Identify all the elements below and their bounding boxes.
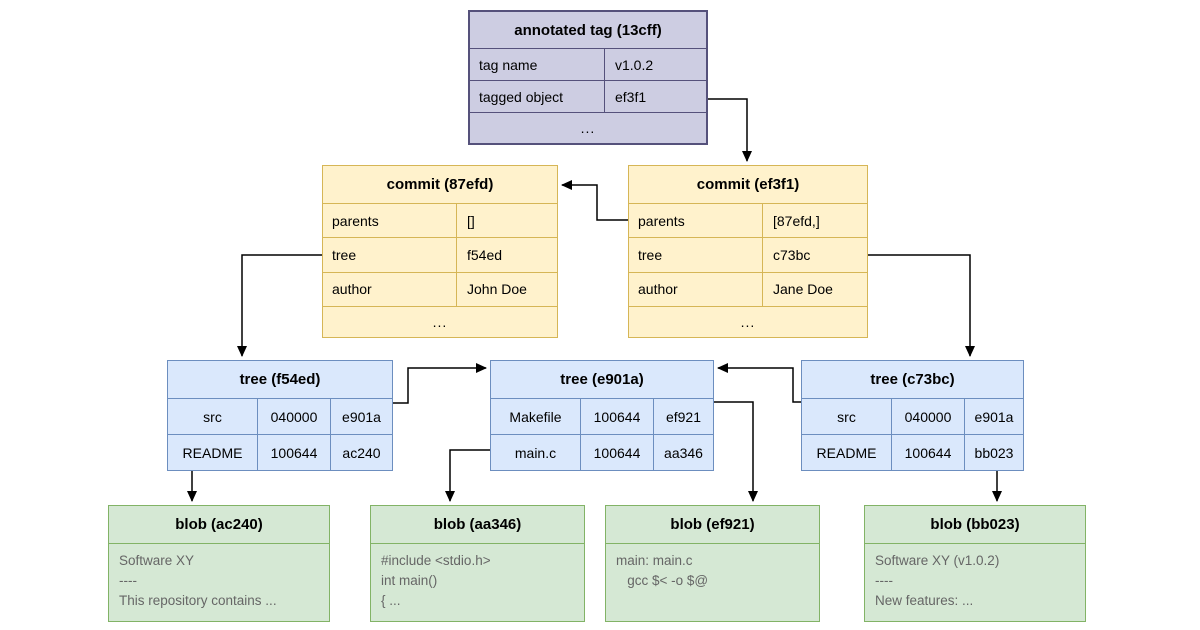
entry-hash: e901a <box>974 408 1014 425</box>
blob-aa346-box: blob (aa346) #include <stdio.h> int main… <box>370 505 585 622</box>
blob-ac240-title: blob (ac240) <box>175 516 263 533</box>
blob-bb023-box: blob (bb023) Software XY (v1.0.2) ---- N… <box>864 505 1086 622</box>
entry-name: src <box>168 399 258 434</box>
blob-ac240-content: Software XY ---- This repository contain… <box>109 543 329 621</box>
blob-line: { ... <box>381 593 401 608</box>
tree-f54ed-row-src: src 040000 e901a <box>168 398 392 434</box>
commit-ef3f1-title: commit (ef3f1) <box>696 176 800 193</box>
blob-bb023-content: Software XY (v1.0.2) ---- New features: … <box>865 543 1085 621</box>
parents-value: [87efd,] <box>773 212 820 229</box>
entry-name: main.c <box>491 435 581 470</box>
author-key: author <box>323 272 457 306</box>
entry-hash: ef921 <box>665 408 702 425</box>
tag-ellipsis: ... <box>470 112 706 143</box>
tree-c73bc-row-readme: README 100644 bb023 <box>802 434 1023 470</box>
tree-value: c73bc <box>773 246 811 263</box>
blob-line: main: main.c <box>616 553 693 568</box>
commit-87efd-author-row: author John Doe <box>323 271 557 306</box>
blob-ac240-box: blob (ac240) Software XY ---- This repos… <box>108 505 330 622</box>
entry-mode: 040000 <box>892 399 965 434</box>
author-value: Jane Doe <box>773 281 833 298</box>
annotated-tag-title: annotated tag (13cff) <box>514 21 662 39</box>
entry-name: src <box>802 399 892 434</box>
blob-aa346-content: #include <stdio.h> int main() { ... <box>371 543 584 621</box>
blob-line: ---- <box>875 573 893 588</box>
tagged-object-key: tagged object <box>470 81 605 112</box>
blob-ef921-title: blob (ef921) <box>670 516 755 533</box>
blob-ef921-content: main: main.c gcc $< -o $@ <box>606 543 819 621</box>
entry-name: README <box>168 435 258 470</box>
parents-value: [] <box>467 212 475 229</box>
tree-e901a-row-mainc: main.c 100644 aa346 <box>491 434 713 470</box>
tag-name-value: v1.0.2 <box>615 56 654 73</box>
parents-key: parents <box>323 204 457 238</box>
entry-hash: bb023 <box>974 444 1014 461</box>
commit-ef3f1-tree-row: tree c73bc <box>629 237 867 272</box>
tree-key: tree <box>629 238 763 272</box>
tree-value: f54ed <box>467 246 503 263</box>
entry-mode: 040000 <box>258 399 331 434</box>
commit-87efd-box: commit (87efd) parents [] tree f54ed aut… <box>322 165 558 338</box>
commit-87efd-parents-row: parents [] <box>323 203 557 238</box>
entry-hash: e901a <box>342 408 381 425</box>
tree-e901a-title: tree (e901a) <box>560 371 644 388</box>
tree-c73bc-row-src: src 040000 e901a <box>802 398 1023 434</box>
connector-tag-to-commit-ef3f1 <box>708 98 752 162</box>
commit-ef3f1-box: commit (ef3f1) parents [87efd,] tree c73… <box>628 165 868 338</box>
connector-tree-e901a-to-blob-aa346 <box>445 449 490 502</box>
tree-f54ed-title: tree (f54ed) <box>239 371 321 388</box>
blob-line: gcc $< -o $@ <box>616 573 709 588</box>
tree-c73bc-box: tree (c73bc) src 040000 e901a README 100… <box>801 360 1024 471</box>
blob-ef921-box: blob (ef921) main: main.c gcc $< -o $@ <box>605 505 820 622</box>
entry-mode: 100644 <box>581 435 654 470</box>
connector-commit-87efd-to-tree-f54ed <box>237 254 322 357</box>
tree-c73bc-title: tree (c73bc) <box>870 371 955 388</box>
commit-ef3f1-ellipsis: ... <box>629 305 867 337</box>
entry-mode: 100644 <box>892 435 965 470</box>
tree-e901a-box: tree (e901a) Makefile 100644 ef921 main.… <box>490 360 714 471</box>
blob-aa346-title: blob (aa346) <box>433 516 522 533</box>
blob-line: Software XY (v1.0.2) <box>875 553 1000 568</box>
tagged-object-value: ef3f1 <box>615 88 647 105</box>
commit-87efd-tree-row: tree f54ed <box>323 237 557 272</box>
blob-bb023-title: blob (bb023) <box>930 516 1020 533</box>
commit-ef3f1-parents-row: parents [87efd,] <box>629 203 867 238</box>
tag-name-row: tag name v1.0.2 <box>470 48 706 80</box>
parents-key: parents <box>629 204 763 238</box>
entry-name: Makefile <box>491 399 581 434</box>
tree-key: tree <box>323 238 457 272</box>
entry-hash: ac240 <box>342 444 381 461</box>
blob-line: Software XY <box>119 553 195 568</box>
author-key: author <box>629 272 763 306</box>
commit-ef3f1-author-row: author Jane Doe <box>629 271 867 306</box>
author-value: John Doe <box>467 281 527 298</box>
commit-87efd-title: commit (87efd) <box>386 176 494 193</box>
tree-e901a-row-makefile: Makefile 100644 ef921 <box>491 398 713 434</box>
connector-tree-c73bc-to-tree-e901a <box>717 363 801 403</box>
tag-name-key: tag name <box>470 49 605 80</box>
entry-mode: 100644 <box>581 399 654 434</box>
annotated-tag-box: annotated tag (13cff) tag name v1.0.2 ta… <box>468 10 708 145</box>
connector-tree-e901a-to-blob-ef921 <box>714 401 758 502</box>
blob-line: int main() <box>381 573 438 588</box>
connector-commit-ef3f1-to-commit-87efd <box>561 180 628 221</box>
tagged-object-row: tagged object ef3f1 <box>470 80 706 112</box>
connector-commit-ef3f1-to-tree-c73bc <box>868 254 975 357</box>
blob-line: ---- <box>119 573 137 588</box>
entry-name: README <box>802 435 892 470</box>
tree-f54ed-box: tree (f54ed) src 040000 e901a README 100… <box>167 360 393 471</box>
blob-line: #include <stdio.h> <box>381 553 491 568</box>
commit-87efd-ellipsis: ... <box>323 305 557 337</box>
entry-mode: 100644 <box>258 435 331 470</box>
connector-tree-f54ed-to-tree-e901a <box>393 363 487 404</box>
blob-line: New features: ... <box>875 593 974 608</box>
tree-f54ed-row-readme: README 100644 ac240 <box>168 434 392 470</box>
entry-hash: aa346 <box>664 444 703 461</box>
blob-line: This repository contains ... <box>119 593 277 608</box>
